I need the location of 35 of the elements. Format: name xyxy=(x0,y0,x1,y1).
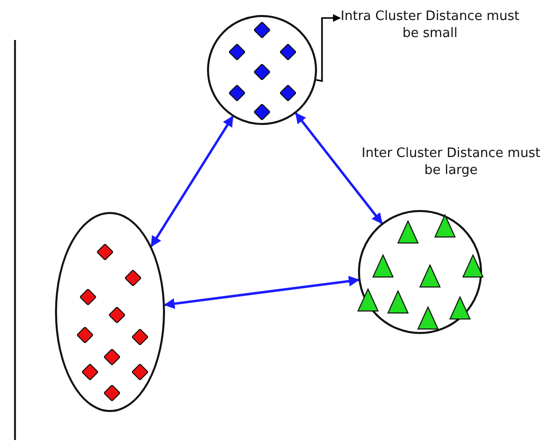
diamond-point xyxy=(254,104,270,120)
triangle-point xyxy=(449,296,471,320)
triangle-point xyxy=(357,288,379,312)
triangle-point xyxy=(417,306,439,330)
double-arrow xyxy=(164,276,360,309)
triangle-point xyxy=(462,254,484,278)
diamond-point xyxy=(132,364,148,380)
cluster-circle xyxy=(207,15,317,125)
cluster-ellipse xyxy=(55,212,165,412)
diamond-point xyxy=(132,329,148,345)
leader-arrow xyxy=(316,14,341,82)
diamond-point xyxy=(125,270,141,286)
diamond-point xyxy=(254,64,270,80)
diamond-point xyxy=(80,289,96,305)
diamond-point xyxy=(229,44,245,60)
triangle-point xyxy=(372,254,394,278)
double-arrow xyxy=(150,116,234,248)
double-arrow xyxy=(294,112,383,224)
diamond-point xyxy=(97,244,113,260)
diamond-point xyxy=(229,85,245,101)
triangle-point xyxy=(387,290,409,314)
note-text: Intra Cluster Distance must be small xyxy=(340,8,520,42)
diamond-point xyxy=(82,364,98,380)
diamond-point xyxy=(280,85,296,101)
cluster-circle xyxy=(358,210,482,334)
diamond-point xyxy=(254,22,270,38)
diamond-point xyxy=(280,44,296,60)
triangle-point xyxy=(434,214,456,238)
triangle-point xyxy=(397,220,419,244)
diamond-point xyxy=(104,349,120,365)
diamond-point xyxy=(77,327,93,343)
note-text: Inter Cluster Distance must be large xyxy=(360,145,542,179)
triangle-point xyxy=(419,264,441,288)
diamond-point xyxy=(104,385,120,401)
diamond-point xyxy=(109,307,125,323)
